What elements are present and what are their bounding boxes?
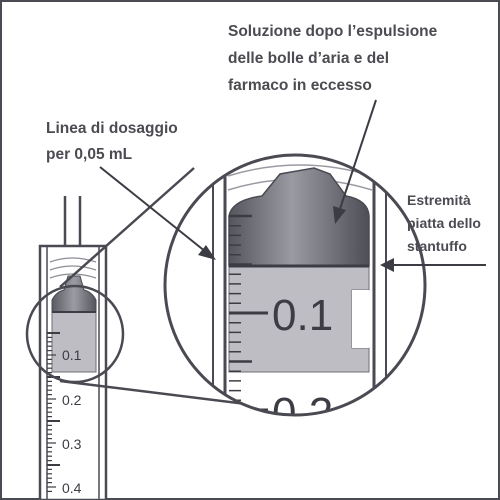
solution-small — [51, 275, 97, 313]
syringe-scale-label-0-3: 0.3 — [62, 436, 82, 452]
syringe-scale-label-0-2: 0.2 — [62, 392, 82, 408]
plunger-notch — [352, 290, 369, 348]
syringe: 0.1 0.2 0.3 0.4 — [38, 196, 108, 500]
hub-thread — [49, 257, 97, 279]
callout-solution-leader — [338, 99, 377, 213]
callout-solution-line-2: delle bolle d’aria e del — [228, 50, 389, 67]
magnified-view: 0.1 0.2 — [165, 155, 425, 415]
callout-dose-line-leader — [99, 166, 207, 253]
callout-plunger-end-line-3: stantuffo — [407, 238, 467, 254]
callout-dose-line-1: Linea di dosaggio — [46, 120, 178, 137]
syringe-scale-label-0-1: 0.1 — [62, 347, 82, 363]
solution-magnified — [228, 167, 370, 267]
callout-solution-arrowhead — [333, 206, 346, 224]
callout-plunger-end-line-2: piatta dello — [407, 215, 481, 231]
magnifier-connector-bottom — [59, 379, 263, 408]
magnifier-ring — [163, 153, 427, 417]
callout-plunger-end: Estremità piatta dello stantuffo — [407, 192, 485, 254]
callout-solution-line-1: Soluzione dopo l’espulsione — [228, 23, 438, 40]
callout-dose-line-2: per 0,05 mL — [46, 146, 132, 163]
callout-dose-line: Linea di dosaggio per 0,05 mL — [46, 120, 182, 163]
plunger-small — [51, 311, 97, 373]
callout-solution: Soluzione dopo l’espulsione delle bolle … — [228, 23, 442, 94]
callout-solution-line-3: farmaco in eccesso — [228, 77, 372, 94]
magnified-scale-label-0-1: 0.1 — [272, 291, 333, 340]
callout-plunger-end-line-1: Estremità — [407, 192, 471, 208]
syringe-scale-label-0-4: 0.4 — [62, 480, 82, 496]
magnified-scale-ticks — [229, 214, 252, 402]
callout-plunger-end-arrowhead — [380, 258, 394, 272]
callout-dose-line-arrowhead — [198, 245, 216, 260]
magnifier-connector-top — [59, 167, 195, 288]
